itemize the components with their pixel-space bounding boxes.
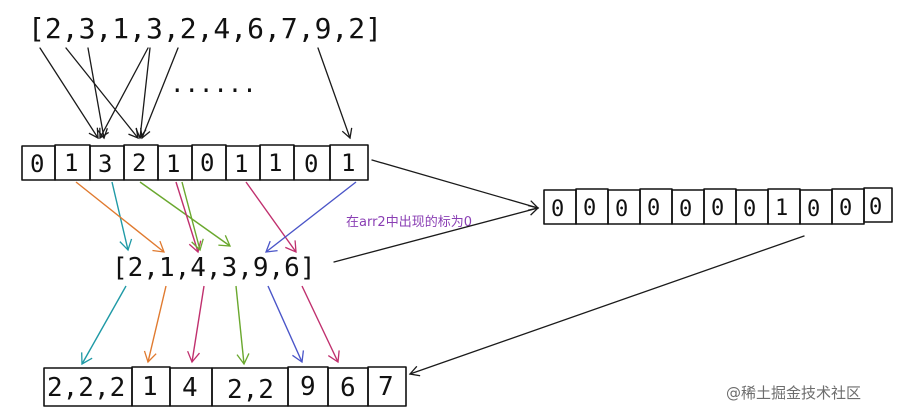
arr2-to-result-arrows <box>81 285 340 366</box>
result-cell: 9 <box>300 372 316 402</box>
remaining-cell: 0 <box>583 196 596 221</box>
result-cell: 2,2 <box>227 375 274 405</box>
remaining-cell: 0 <box>551 197 564 222</box>
remaining-cell: 0 <box>743 197 756 222</box>
result-cell: 1 <box>142 372 158 402</box>
result-cell: 7 <box>378 372 394 402</box>
count-cell: 0 <box>200 149 214 177</box>
count-cell: 1 <box>64 149 78 177</box>
count-array: 0 1 3 2 1 0 1 1 0 1 <box>21 144 369 181</box>
remaining-cell: 0 <box>711 196 724 221</box>
remaining-cell: 0 <box>839 196 852 221</box>
count-cell: 1 <box>268 149 282 177</box>
remaining-cell: 0 <box>647 196 660 221</box>
ellipsis: ...... <box>170 70 257 98</box>
watermark: @稀土掘金技术社区 <box>726 384 861 402</box>
count-cell: 1 <box>234 150 248 178</box>
remaining-cell: 0 <box>807 197 820 222</box>
result-cell: 6 <box>340 373 356 403</box>
remaining-array: 0 0 0 0 0 0 0 1 0 0 0 <box>543 187 893 225</box>
count-cell: 2 <box>132 149 146 177</box>
remaining-cell: 0 <box>615 197 628 222</box>
remaining-to-result-arrow <box>408 235 805 377</box>
arr2: [2,1,4,3,9,6] <box>112 253 316 283</box>
remaining-cell: 1 <box>775 196 788 221</box>
count-cell: 0 <box>30 150 44 178</box>
annotation-label: 在arr2中出现的标为0 <box>346 214 472 230</box>
result-array: 2,2,2 1 4 2,2 9 6 7 <box>43 366 407 407</box>
count-cell: 3 <box>98 150 112 178</box>
result-cell: 4 <box>182 373 198 403</box>
result-cell: 2,2,2 <box>47 373 125 403</box>
count-cell: 1 <box>166 150 180 178</box>
to-remaining-arrows <box>333 159 540 263</box>
count-to-arr2-arrows <box>75 181 357 254</box>
source-array: [2,3,1,3,2,4,6,7,9,2] <box>28 12 382 45</box>
remaining-cell: 0 <box>679 197 692 222</box>
count-cell: 0 <box>304 150 318 178</box>
count-cell: 1 <box>341 149 355 177</box>
remaining-cell: 0 <box>869 195 882 220</box>
source-to-count-arrows <box>39 47 353 140</box>
